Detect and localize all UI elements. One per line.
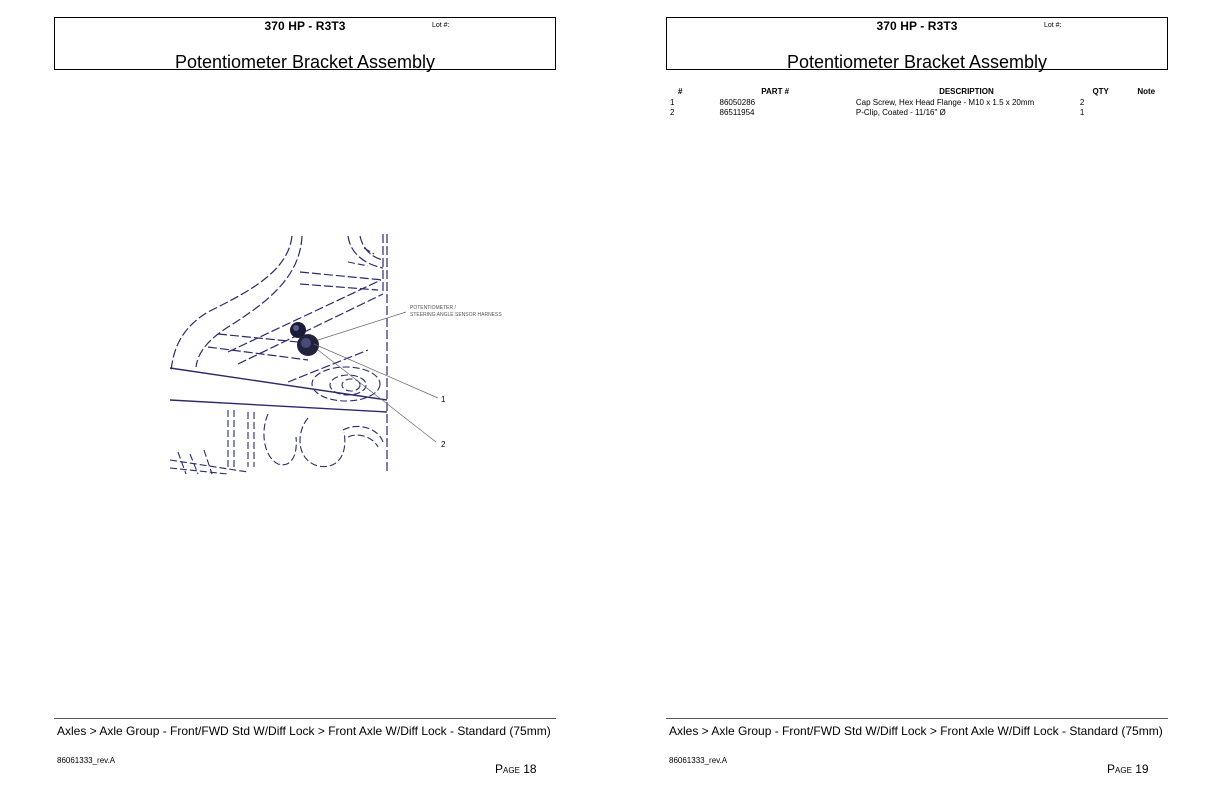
part-qty: 2 [1079,98,1085,107]
part-description: P-Clip, Coated - 11/16" Ø [855,108,946,117]
footer-rule [666,718,1168,719]
page-number: Page 18 [495,762,537,776]
parts-table-header-row: # PART # DESCRIPTION QTY Note [666,86,1168,98]
model-title: 370 HP - R3T3 [264,19,346,33]
parts-diagram-svg: POTENTIOMETER / STEERING ANGLE SENSOR HA… [169,234,502,475]
part-number: 86511954 [719,108,755,117]
column-header-part: PART # [761,87,790,96]
assembly-title: Potentiometer Bracket Assembly [174,52,436,72]
page-number: Page 19 [1107,762,1149,776]
page-number-value: 18 [523,762,537,776]
lot-label: Lot #: [432,22,450,29]
document-number: 86061333_rev.A [57,756,116,765]
part-description: Cap Screw, Hex Head Flange - M10 x 1.5 x… [855,98,1035,107]
page-header-box: 370 HP - R3T3 Lot #: Potentiometer Brack… [54,17,556,72]
column-header-note: Note [1137,87,1156,96]
row-number: 1 [670,98,675,107]
breadcrumb: Axles > Axle Group - Front/FWD Std W/Dif… [669,724,1163,738]
page-right: 370 HP - R3T3 Lot #: Potentiometer Brack… [612,0,1224,792]
lot-label: Lot #: [1044,22,1062,29]
page-header-box: 370 HP - R3T3 Lot #: Potentiometer Brack… [666,17,1168,72]
page-left: 370 HP - R3T3 Lot #: Potentiometer Brack… [54,17,556,776]
document-number: 86061333_rev.A [669,756,728,765]
footer-rule [54,718,556,719]
part-qty: 1 [1079,108,1085,117]
table-row: 1 86050286 Cap Screw, Hex Head Flange - … [666,98,1168,108]
table-row: 2 86511954 P-Clip, Coated - 11/16" Ø 1 [666,108,1168,118]
row-number: 2 [670,108,675,117]
page-number-value: 19 [1135,762,1149,776]
part-number: 86050286 [719,98,756,107]
part-note [1124,108,1168,118]
parts-diagram: POTENTIOMETER / STEERING ANGLE SENSOR HA… [168,232,528,477]
harness-label-line1: POTENTIOMETER / [410,305,456,311]
assembly-title: Potentiometer Bracket Assembly [786,52,1048,72]
column-header-number: # [678,87,683,96]
model-title: 370 HP - R3T3 [876,19,958,33]
page-word: Page [1107,762,1132,776]
column-header-description: DESCRIPTION [939,87,994,96]
part-note [1124,98,1168,108]
callout-1: 1 [441,395,446,404]
column-header-qty: QTY [1092,87,1109,96]
callout-2: 2 [441,440,446,449]
parts-table: # PART # DESCRIPTION QTY Note 1 86050286… [666,86,1168,118]
page-word: Page [495,762,520,776]
harness-label-line2: STEERING ANGLE SENSOR HARNESS [410,312,502,318]
highlighted-component [290,322,319,356]
breadcrumb: Axles > Axle Group - Front/FWD Std W/Dif… [57,724,551,738]
